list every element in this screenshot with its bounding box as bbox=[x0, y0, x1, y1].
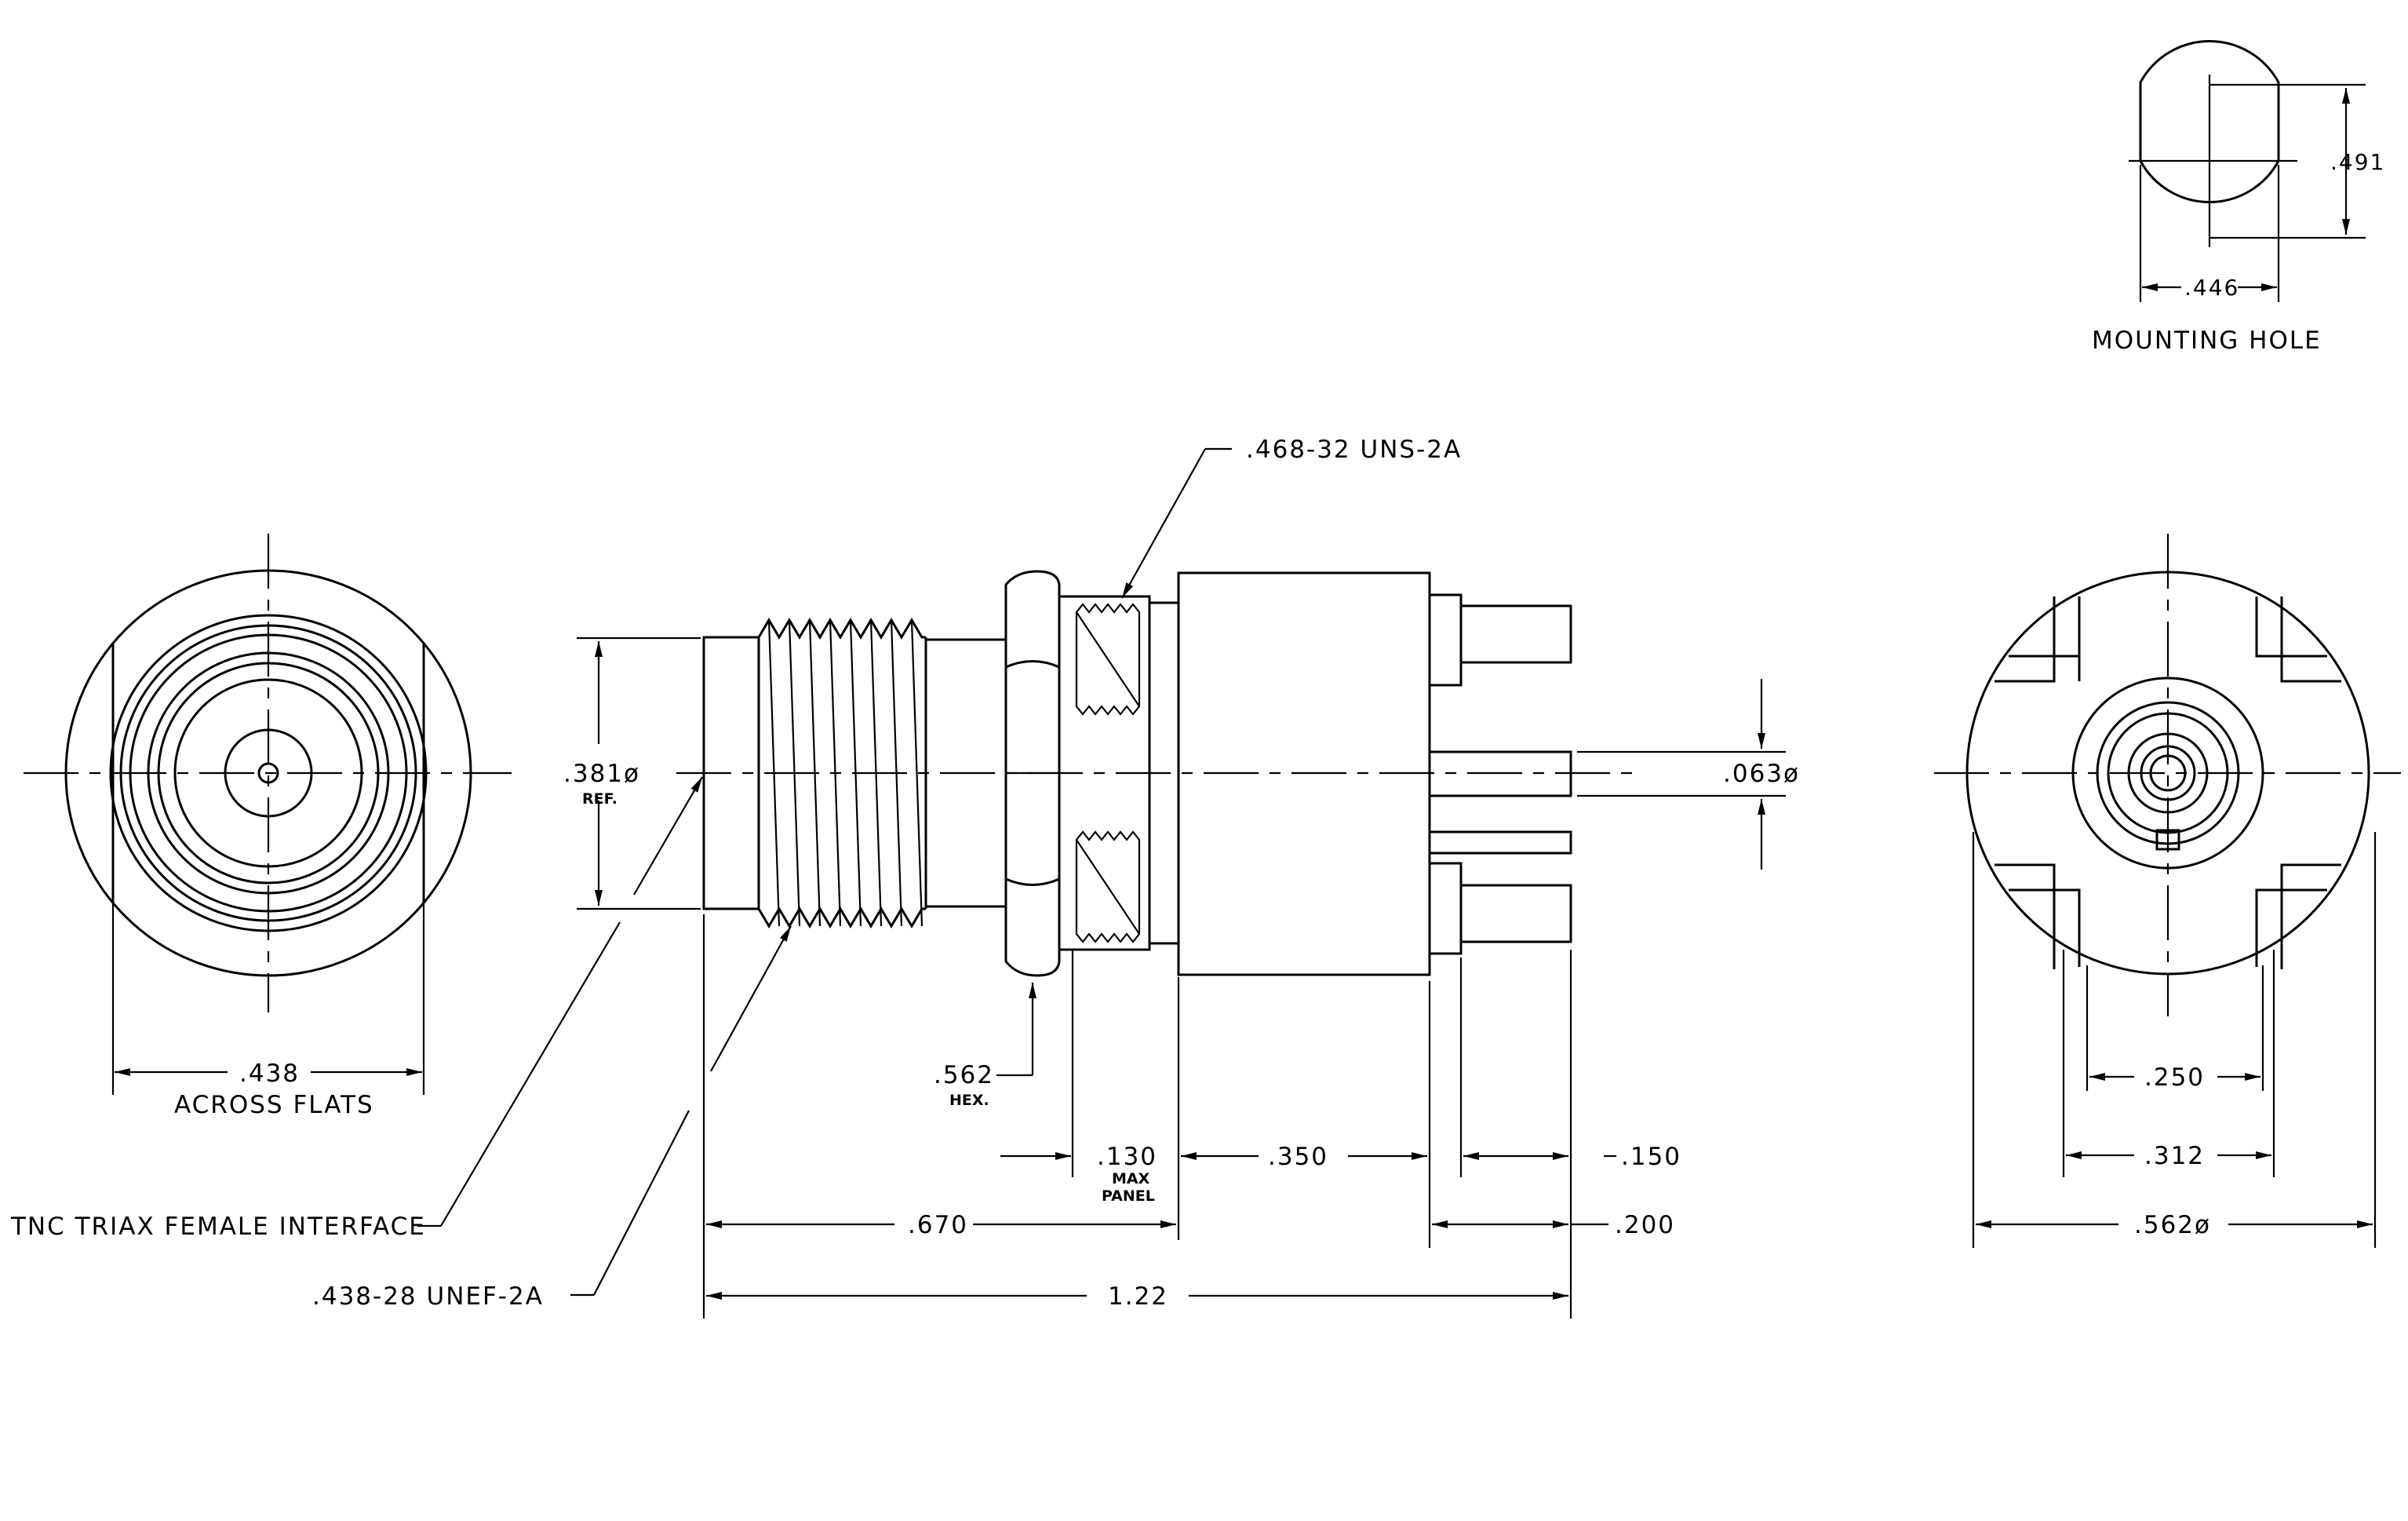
hex-value: .562 bbox=[934, 1061, 994, 1089]
across-flats-label: ACROSS FLATS bbox=[174, 1091, 374, 1119]
ref-dia-label: REF. bbox=[582, 790, 617, 808]
pin-total-value: .200 bbox=[1615, 1211, 1675, 1239]
ref-dia-value: .381ø bbox=[563, 760, 640, 788]
panel-label-max: MAX bbox=[1112, 1170, 1150, 1187]
hex-label: HEX. bbox=[949, 1092, 989, 1109]
across-flats-value: .438 bbox=[239, 1060, 300, 1088]
panel-value: .130 bbox=[1097, 1143, 1157, 1171]
outer-dia-value: .562ø bbox=[2134, 1211, 2211, 1239]
front-len-value: .670 bbox=[908, 1211, 968, 1239]
mounting-hole-view: .491 .446 MOUNTING HOLE bbox=[2092, 39, 2385, 355]
mh-width-label: .446 bbox=[2184, 275, 2239, 301]
pin-len-value: .150 bbox=[1621, 1143, 1681, 1171]
interface-label: TNC TRIAX FEMALE INTERFACE bbox=[10, 1213, 426, 1241]
unef-thread-label: .438-28 UNEF-2A bbox=[312, 1282, 544, 1311]
pin-dia-value: .063ø bbox=[1723, 760, 1800, 788]
overall-value: 1.22 bbox=[1108, 1282, 1168, 1311]
panel-label-panel: PANEL bbox=[1102, 1187, 1155, 1205]
mh-title: MOUNTING HOLE bbox=[2092, 326, 2322, 355]
mh-height-label: .491 bbox=[2330, 149, 2385, 175]
pin-span-value: .312 bbox=[2144, 1142, 2205, 1170]
body-len-value: .350 bbox=[1268, 1143, 1328, 1171]
uns-thread-label: .468-32 UNS-2A bbox=[1246, 436, 1462, 464]
rear-view: .250 .312 .562ø bbox=[1934, 534, 2401, 1248]
side-view: .381ø REF. .063ø .468-32 UNS-2A .562 HEX… bbox=[10, 436, 1800, 1319]
front-view: .438 ACROSS FLATS bbox=[24, 534, 512, 1119]
inner-value: .250 bbox=[2144, 1063, 2205, 1092]
